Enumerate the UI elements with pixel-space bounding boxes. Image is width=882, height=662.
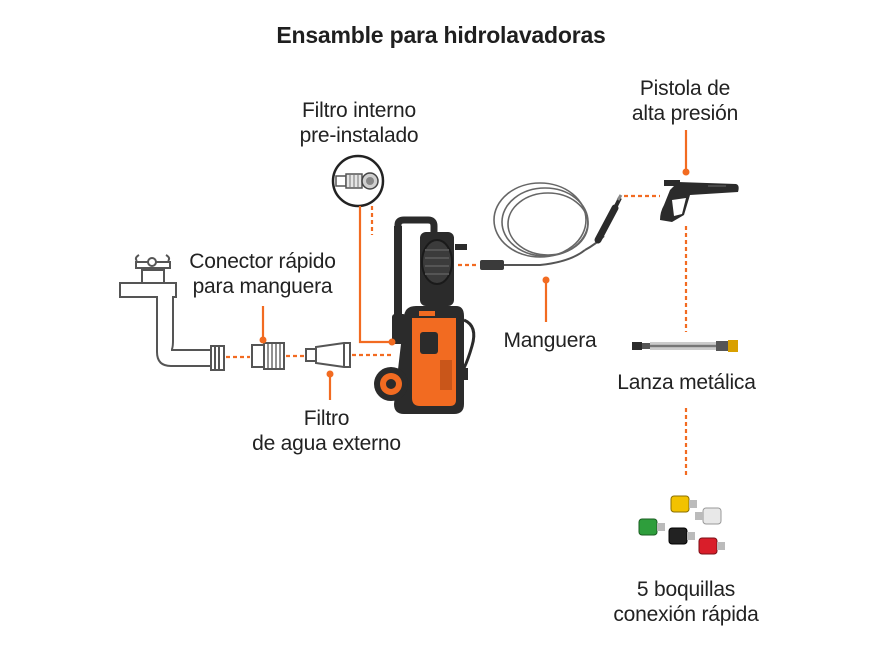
label-external-filter: Filtro de agua externo (244, 406, 409, 456)
connector-lines (226, 130, 688, 478)
label-line: Filtro interno (302, 99, 416, 122)
label-quick-connector: Conector rápido para manguera (180, 249, 345, 299)
label-line: para manguera (192, 275, 333, 298)
label-nozzles: 5 boquillas conexión rápida (600, 577, 772, 627)
label-line: de agua externo (252, 432, 401, 455)
nozzles-icon (638, 495, 725, 555)
label-line: alta presión (631, 102, 739, 125)
water-faucet-icon (119, 254, 225, 371)
label-internal-filter: Filtro interno pre-instalado (284, 98, 434, 148)
hose-icon (480, 182, 623, 270)
label-metal-lance: Lanza metálica (604, 370, 769, 395)
metal-lance-icon (632, 340, 738, 352)
page-title: Ensamble para hidrolavadoras (276, 22, 606, 48)
label-line: Filtro (303, 407, 350, 430)
label-line: Lanza metálica (617, 371, 756, 394)
internal-filter-icon (331, 154, 385, 208)
label-line: Pistola de (639, 77, 731, 100)
pressure-washer-icon (374, 216, 476, 414)
spray-gun-icon (660, 180, 739, 222)
label-line: pre-instalado (299, 124, 419, 147)
leader-dots (259, 168, 690, 378)
label-line: Manguera (503, 329, 597, 352)
external-filter-icon (305, 342, 351, 368)
label-spray-gun: Pistola de alta presión (620, 76, 750, 126)
label-line: conexión rápida (613, 603, 759, 626)
label-line: 5 boquillas (636, 578, 736, 601)
label-hose: Manguera (500, 328, 600, 353)
quick-connector-icon (251, 342, 285, 370)
label-line: Conector rápido (189, 250, 336, 273)
